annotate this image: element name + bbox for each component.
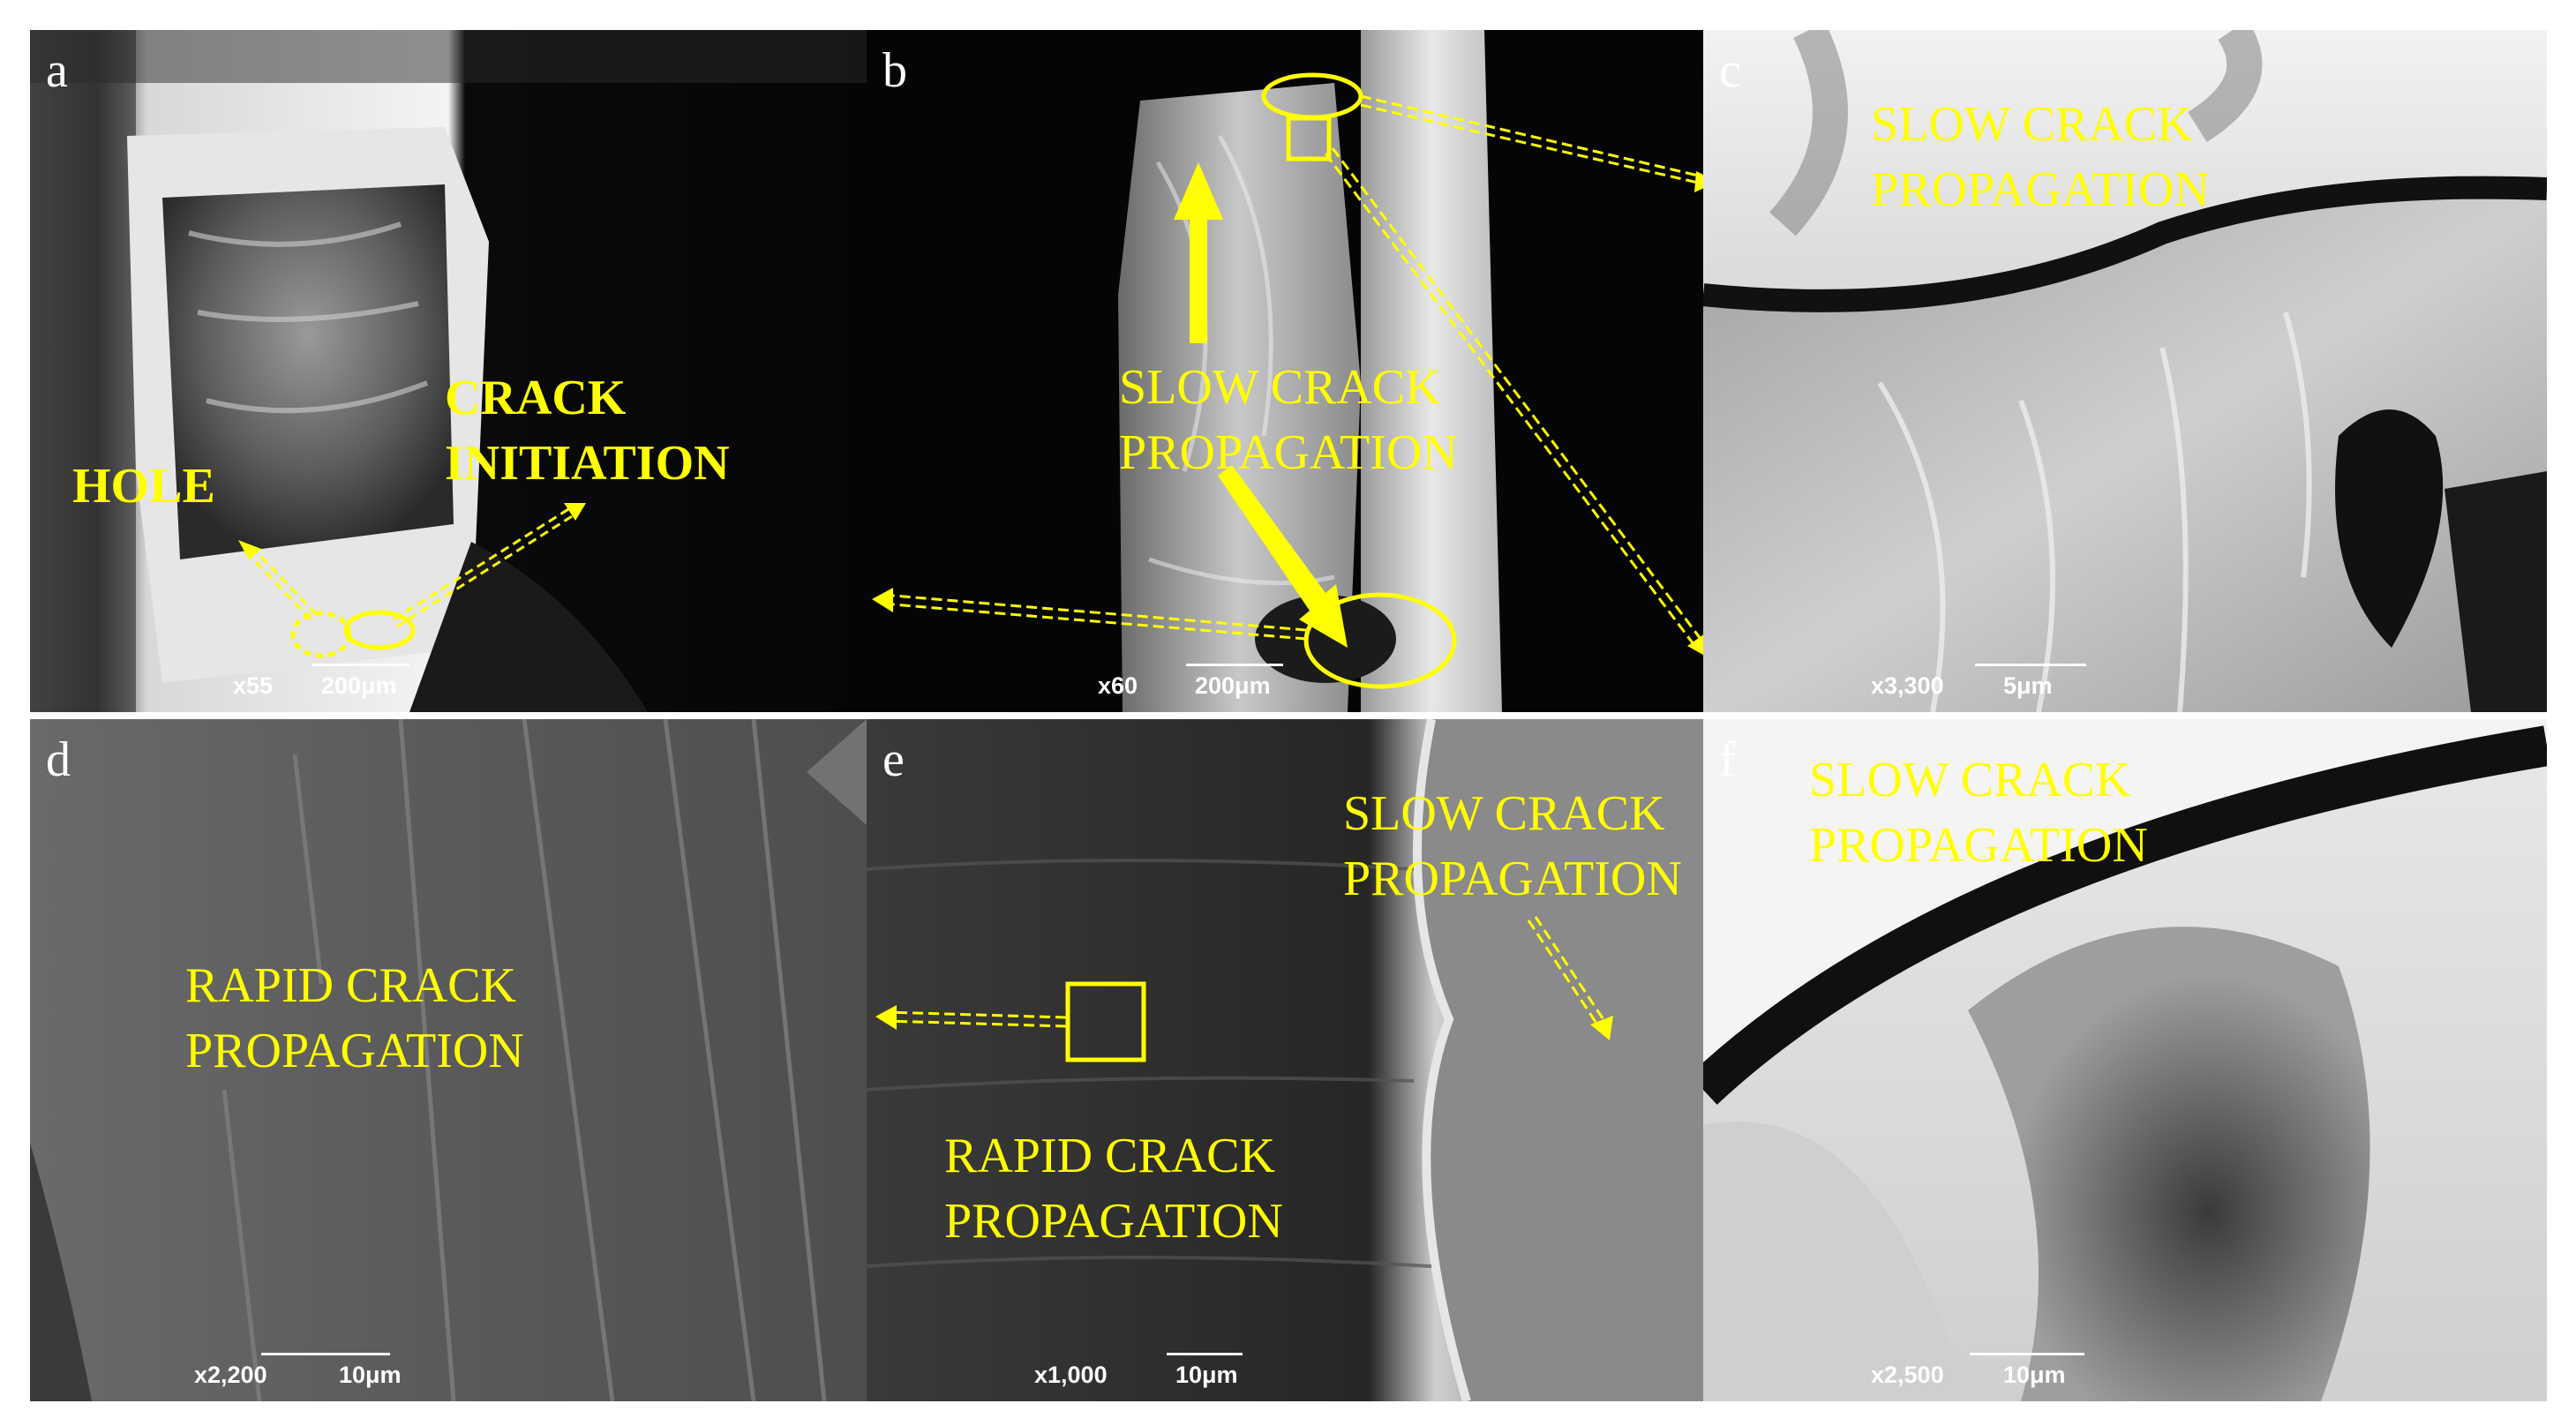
arrow-slow-region-e <box>1527 916 1606 1025</box>
panel-e-magnification: x1,000 <box>1034 1362 1108 1388</box>
crack-initiation-label: CRACK INITIATION <box>445 371 730 491</box>
downward-arrow <box>1218 465 1348 648</box>
bottom-region-marker <box>1303 592 1457 689</box>
panel-c-scale: x3,300 5μm <box>1871 664 2086 700</box>
upward-arrow <box>1174 162 1223 343</box>
panel-a-magnification: x55 <box>233 672 274 699</box>
crack-initiation-marker <box>343 610 416 650</box>
arrow-to-panel-c <box>1360 94 1703 185</box>
panel-a-micrograph <box>30 30 867 712</box>
panel-b-scale-length: 200μm <box>1195 672 1271 699</box>
panel-b: b SLOW CRACK PROPAGATION x60 200μm <box>867 30 1703 712</box>
panel-d: d RAPID CRACK PROPAGATION x2,200 10μm <box>30 719 867 1401</box>
panel-f-letter: f <box>1719 732 1736 787</box>
panel-a-scale-length: 200μm <box>321 672 397 699</box>
arrow-to-panel-d <box>882 593 1307 641</box>
panel-d-magnification: x2,200 <box>194 1362 267 1388</box>
panel-b-magnification: x60 <box>1098 672 1138 699</box>
zoom-box-e <box>1065 981 1146 1062</box>
slow-crack-label-f: SLOW CRACK PROPAGATION <box>1809 753 2148 873</box>
hole-label: HOLE <box>72 459 215 514</box>
slow-crack-label-b: SLOW CRACK PROPAGATION <box>1119 360 1458 480</box>
panel-a: a HOLE CRACK INITIATION x55 200μm <box>30 30 867 712</box>
panel-b-letter: b <box>882 43 907 98</box>
rapid-crack-label-d: RAPID CRACK PROPAGATION <box>185 958 524 1078</box>
panel-c: c SLOW CRACK PROPAGATION x3,300 5μm <box>1703 30 2547 712</box>
panel-c-micrograph <box>1703 30 2547 712</box>
panel-e-scale-bar <box>1167 1353 1243 1355</box>
panel-e-micrograph <box>867 719 1703 1401</box>
panel-a-scale-bar <box>312 664 409 666</box>
arrow-to-panel-f <box>1324 147 1703 649</box>
hole-marker <box>290 611 352 658</box>
panel-d-scale: x2,200 10μm <box>194 1353 402 1389</box>
panel-d-scale-length: 10μm <box>339 1362 402 1388</box>
panel-f-scale-length: 10μm <box>2003 1362 2066 1388</box>
panel-d-letter: d <box>46 732 71 787</box>
panel-c-magnification: x3,300 <box>1871 672 1944 699</box>
panel-c-letter: c <box>1719 43 1741 98</box>
panel-e-annotations <box>875 916 1613 1062</box>
panel-f-micrograph <box>1703 719 2547 1401</box>
panel-a-annotations <box>238 503 586 658</box>
panel-e-scale-length: 10μm <box>1175 1362 1238 1388</box>
panel-b-annotations <box>872 72 1703 689</box>
panel-b-scale: x60 200μm <box>1098 664 1283 700</box>
top-region-marker <box>1261 72 1363 120</box>
rapid-crack-label-e: RAPID CRACK PROPAGATION <box>944 1129 1283 1249</box>
arrow-to-crack-initiation <box>393 505 577 628</box>
panel-a-letter: a <box>46 43 68 98</box>
panel-b-scale-bar <box>1186 664 1283 666</box>
arrow-to-panel-d-e <box>885 1010 1067 1028</box>
panel-a-scale: x55 200μm <box>233 664 409 700</box>
panel-f-scale: x2,500 10μm <box>1871 1353 2084 1389</box>
panel-f-scale-bar <box>1970 1353 2084 1355</box>
slow-crack-label-e: SLOW CRACK PROPAGATION <box>1343 786 1682 906</box>
arrow-to-hole <box>244 544 318 621</box>
panel-e-letter: e <box>882 732 905 787</box>
panel-d-scale-bar <box>261 1353 390 1355</box>
slow-crack-label-c: SLOW CRACK PROPAGATION <box>1871 97 2210 217</box>
panel-d-micrograph <box>30 719 867 1401</box>
sem-figure: a HOLE CRACK INITIATION x55 200μm <box>30 30 2547 1401</box>
panel-f-magnification: x2,500 <box>1871 1362 1944 1388</box>
panel-c-scale-bar <box>1975 664 2086 666</box>
panel-c-scale-length: 5μm <box>2003 672 2053 699</box>
panel-f: f SLOW CRACK PROPAGATION x2,500 10μm <box>1703 719 2547 1401</box>
panel-e: e SLOW CRACK PROPAGATION RAPID CRACK PRO… <box>867 719 1703 1401</box>
panel-e-scale: x1,000 10μm <box>1034 1353 1243 1389</box>
top-zoom-box <box>1286 116 1332 161</box>
